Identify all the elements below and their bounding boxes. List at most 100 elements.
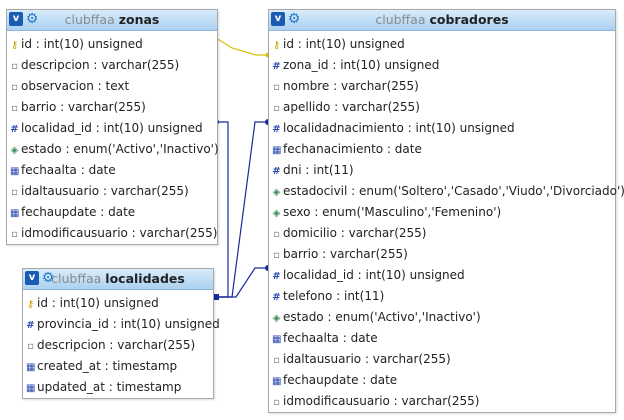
date-field-icon: ▦	[26, 362, 36, 373]
field-row[interactable]: ▫nombre : varchar(255)	[269, 76, 615, 97]
table-zonas[interactable]: v⚙clubffaa zonas⚷id : int(10) unsigned▫d…	[6, 9, 219, 245]
field-row[interactable]: ◈estado : enum('Activo','Inactivo')	[269, 307, 615, 328]
date-field-icon: ▦	[26, 383, 36, 394]
key-icon: ⚷	[10, 40, 19, 51]
numeric-field-icon: #	[26, 320, 35, 331]
field-row[interactable]: ⚷id : int(10) unsigned	[23, 293, 213, 314]
field-row[interactable]: #provincia_id : int(10) unsigned	[23, 314, 219, 335]
collapse-toggle-icon[interactable]: v	[25, 271, 39, 285]
field-label: idaltausuario : varchar(255)	[283, 352, 451, 366]
field-row[interactable]: ▫apellido : varchar(255)	[269, 97, 615, 118]
field-row[interactable]: ▦created_at : timestamp	[23, 356, 213, 377]
field-row[interactable]: ▫descripcion : varchar(255)	[7, 55, 217, 76]
field-row[interactable]: #dni : int(11)	[269, 160, 615, 181]
gear-icon[interactable]: ⚙	[41, 270, 55, 286]
field-row[interactable]: #telefono : int(11)	[269, 286, 615, 307]
table-name: cobradores	[429, 12, 509, 27]
text-field-icon: ▫	[273, 103, 280, 114]
field-label: idmodificausuario : varchar(255)	[21, 226, 218, 240]
database-name: clubffaa	[375, 12, 426, 27]
table-header[interactable]: v⚙ clubffaa cobradores	[269, 10, 615, 31]
field-label: observacion : text	[21, 79, 130, 93]
date-field-icon: ▦	[272, 334, 282, 345]
relation-line-localidades-cobradores-nacimiento	[216, 121, 268, 298]
field-row[interactable]: ▦fechaupdate : date	[269, 370, 615, 391]
field-row[interactable]: ▫barrio : varchar(255)	[269, 244, 615, 265]
field-row[interactable]: #localidad_id : int(10) unsigned	[269, 265, 615, 286]
field-row[interactable]: ▦fechanacimiento : date	[269, 139, 615, 160]
field-row[interactable]: ▫domicilio : varchar(255)	[269, 223, 615, 244]
relation-line-localidades-cobradores-localidad	[216, 267, 268, 298]
field-row[interactable]: ▫idmodificausuario : varchar(255)	[269, 391, 615, 412]
field-label: sexo : enum('Masculino','Femenino')	[283, 205, 502, 219]
date-field-icon: ▦	[10, 208, 20, 219]
field-label: id : int(10) unsigned	[21, 37, 143, 51]
text-field-icon: ▫	[273, 82, 280, 93]
field-row[interactable]: ▦updated_at : timestamp	[23, 377, 213, 398]
field-label: dni : int(11)	[283, 163, 354, 177]
key-icon: ⚷	[272, 40, 281, 51]
table-header[interactable]: v⚙clubffaa zonas	[7, 10, 217, 31]
field-label: localidad_id : int(10) unsigned	[21, 121, 203, 135]
field-row[interactable]: #localidadnacimiento : int(10) unsigned	[269, 118, 615, 139]
field-label: apellido : varchar(255)	[283, 100, 420, 114]
field-label: id : int(10) unsigned	[37, 296, 159, 310]
field-row[interactable]: ▫descripcion : varchar(255)	[23, 335, 213, 356]
text-field-icon: ▫	[273, 397, 280, 408]
gear-icon[interactable]: ⚙	[25, 11, 39, 27]
gear-icon[interactable]: ⚙	[287, 11, 301, 27]
field-label: nombre : varchar(255)	[283, 79, 419, 93]
numeric-field-icon: #	[272, 166, 281, 177]
text-field-icon: ▫	[11, 61, 18, 72]
field-label: estado : enum('Activo','Inactivo')	[283, 310, 481, 324]
field-row[interactable]: ⚷id : int(10) unsigned	[7, 34, 217, 55]
table-header[interactable]: v⚙clubffaa localidades	[23, 269, 213, 290]
field-row[interactable]: ◈sexo : enum('Masculino','Femenino')	[269, 202, 615, 223]
date-field-icon: ▦	[272, 376, 282, 387]
field-row[interactable]: #zona_id : int(10) unsigned	[269, 55, 615, 76]
field-row[interactable]: ▦fechaalta : date	[269, 328, 615, 349]
field-label: idmodificausuario : varchar(255)	[283, 394, 480, 408]
text-field-icon: ▫	[11, 229, 18, 240]
text-field-icon: ▫	[27, 341, 34, 352]
field-label: idaltausuario : varchar(255)	[21, 184, 189, 198]
field-label: fechaupdate : date	[21, 205, 136, 219]
field-label: fechaalta : date	[21, 163, 116, 177]
text-field-icon: ▫	[273, 355, 280, 366]
table-name: localidades	[105, 271, 185, 286]
field-row[interactable]: ▫idaltausuario : varchar(255)	[269, 349, 615, 370]
table-cobradores[interactable]: v⚙ clubffaa cobradores ⚷id : int(10) unsig…	[268, 9, 624, 413]
relation-endpoint	[213, 294, 219, 300]
field-row[interactable]: ◈estadocivil : enum('Soltero','Casado','…	[269, 181, 624, 202]
numeric-field-icon: #	[272, 61, 281, 72]
enum-field-icon: ◈	[272, 208, 281, 219]
field-label: fechaalta : date	[283, 331, 378, 345]
field-row[interactable]: ▫observacion : text	[7, 76, 217, 97]
collapse-toggle-icon[interactable]: v	[9, 12, 23, 26]
field-row[interactable]: ◈estado : enum('Activo','Inactivo')	[7, 139, 219, 160]
field-row[interactable]: ▫idaltausuario : varchar(255)	[7, 181, 217, 202]
relation-line-zonas-cobradores	[215, 37, 268, 56]
collapse-toggle-icon[interactable]: v	[271, 12, 285, 26]
numeric-field-icon: #	[10, 124, 19, 135]
field-row[interactable]: ▦fechaalta : date	[7, 160, 217, 181]
enum-field-icon: ◈	[10, 145, 19, 156]
field-row[interactable]: ⚷id : int(10) unsigned	[269, 34, 615, 55]
key-icon: ⚷	[26, 299, 35, 310]
database-name: clubffaa	[51, 271, 102, 286]
field-row[interactable]: ▫idmodificausuario : varchar(255)	[7, 223, 217, 244]
table-localidades[interactable]: v⚙clubffaa localidades ⚷id : int(10) unsi…	[22, 268, 220, 399]
field-row[interactable]: ▦fechaupdate : date	[7, 202, 217, 223]
field-label: estado : enum('Activo','Inactivo')	[21, 142, 219, 156]
text-field-icon: ▫	[11, 103, 18, 114]
field-label: barrio : varchar(255)	[21, 100, 146, 114]
field-row[interactable]: ▫barrio : varchar(255)	[7, 97, 217, 118]
field-label: estadocivil : enum('Soltero','Casado','V…	[283, 184, 624, 198]
field-label: localidadnacimiento : int(10) unsigned	[283, 121, 515, 135]
text-field-icon: ▫	[11, 187, 18, 198]
field-label: updated_at : timestamp	[37, 380, 182, 394]
numeric-field-icon: #	[272, 292, 281, 303]
text-field-icon: ▫	[273, 250, 280, 261]
text-field-icon: ▫	[11, 82, 18, 93]
field-row[interactable]: #localidad_id : int(10) unsigned	[7, 118, 217, 139]
